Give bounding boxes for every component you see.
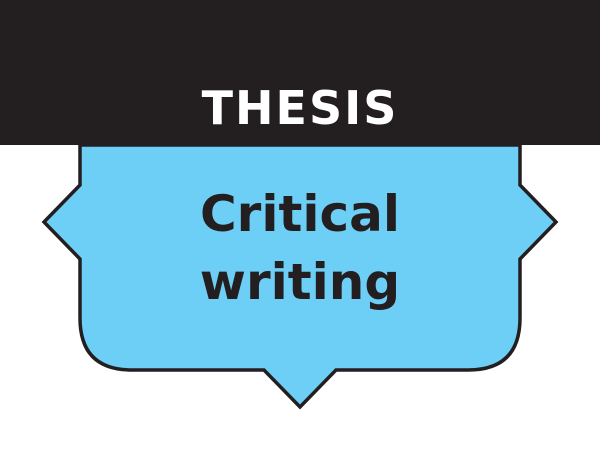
page-title: THESIS — [201, 81, 399, 135]
badge-heading-line-1: Critical — [199, 185, 401, 243]
badge-heading-line-2: writing — [199, 253, 401, 311]
badge-heading: Critical writing — [100, 180, 500, 316]
header-banner — [0, 0, 600, 145]
badge-shape — [41, 143, 559, 410]
